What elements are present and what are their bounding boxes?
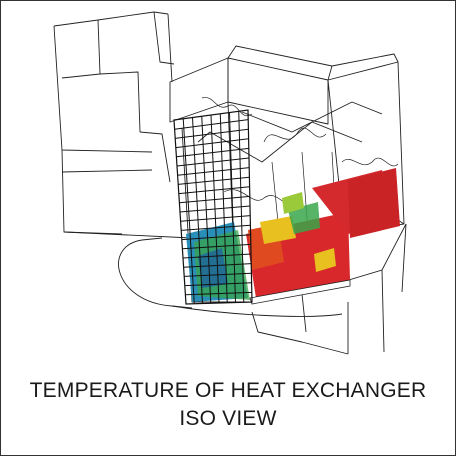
tube-column-line [238,111,245,303]
tube-column-line [182,118,195,304]
base-cylinder [118,237,349,355]
heat-exchanger-render [2,2,454,362]
left-housing-outline [53,11,193,239]
figure-caption: TEMPERATURE OF HEAT EXCHANGER ISO VIEW [1,377,455,433]
tube-bundle-lattice [174,111,252,304]
tube-column-line [201,116,212,304]
tube-column-line [229,112,236,303]
caption-line-2: ISO VIEW [179,407,277,430]
caption-line-1: TEMPERATURE OF HEAT EXCHANGER [29,379,427,402]
mid-zone-1 [260,216,296,244]
tube-bundle-grid [173,109,253,305]
iso-view-drawing [53,11,407,355]
tube-column-line [210,114,220,304]
tube-column-line [192,117,203,304]
tube-column-line [219,113,228,303]
cool-patch [198,248,228,288]
mid-zone-4 [282,192,304,214]
hot-zone-right [348,168,400,238]
mid-zone-3 [314,248,336,272]
